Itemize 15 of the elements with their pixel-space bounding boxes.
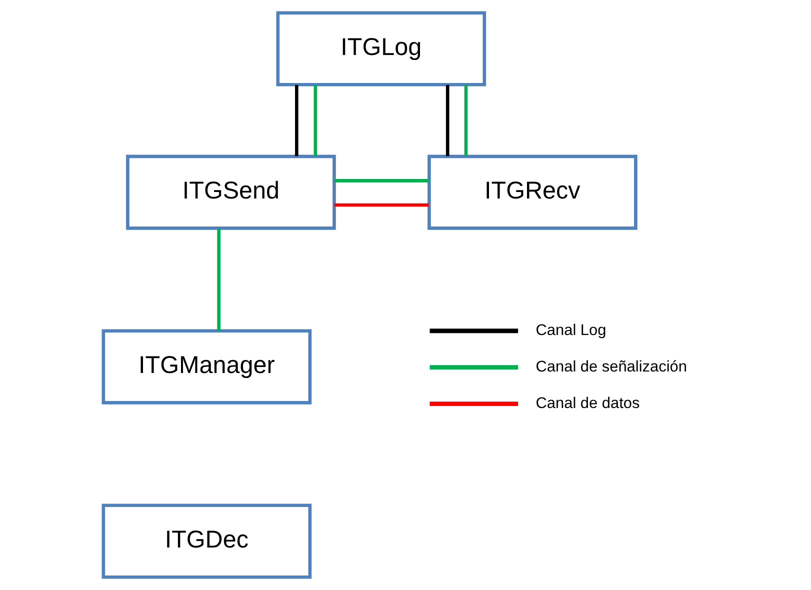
- connector: [445, 84, 449, 156]
- legend-label: Canal de datos: [535, 394, 640, 412]
- node-box: ITGManager: [101, 329, 312, 404]
- connector: [334, 179, 428, 182]
- connector: [313, 84, 317, 156]
- node-box: ITGDec: [101, 504, 312, 579]
- connector: [294, 84, 298, 156]
- connector: [334, 203, 428, 207]
- connector: [216, 228, 220, 331]
- legend-label: Canal de señalización: [535, 358, 686, 376]
- node-box: ITGLog: [276, 11, 486, 86]
- connector: [464, 84, 468, 156]
- node-box: ITGRecv: [427, 154, 637, 230]
- node-box: ITGSend: [126, 154, 336, 230]
- legend-label: Canal Log: [535, 322, 606, 339]
